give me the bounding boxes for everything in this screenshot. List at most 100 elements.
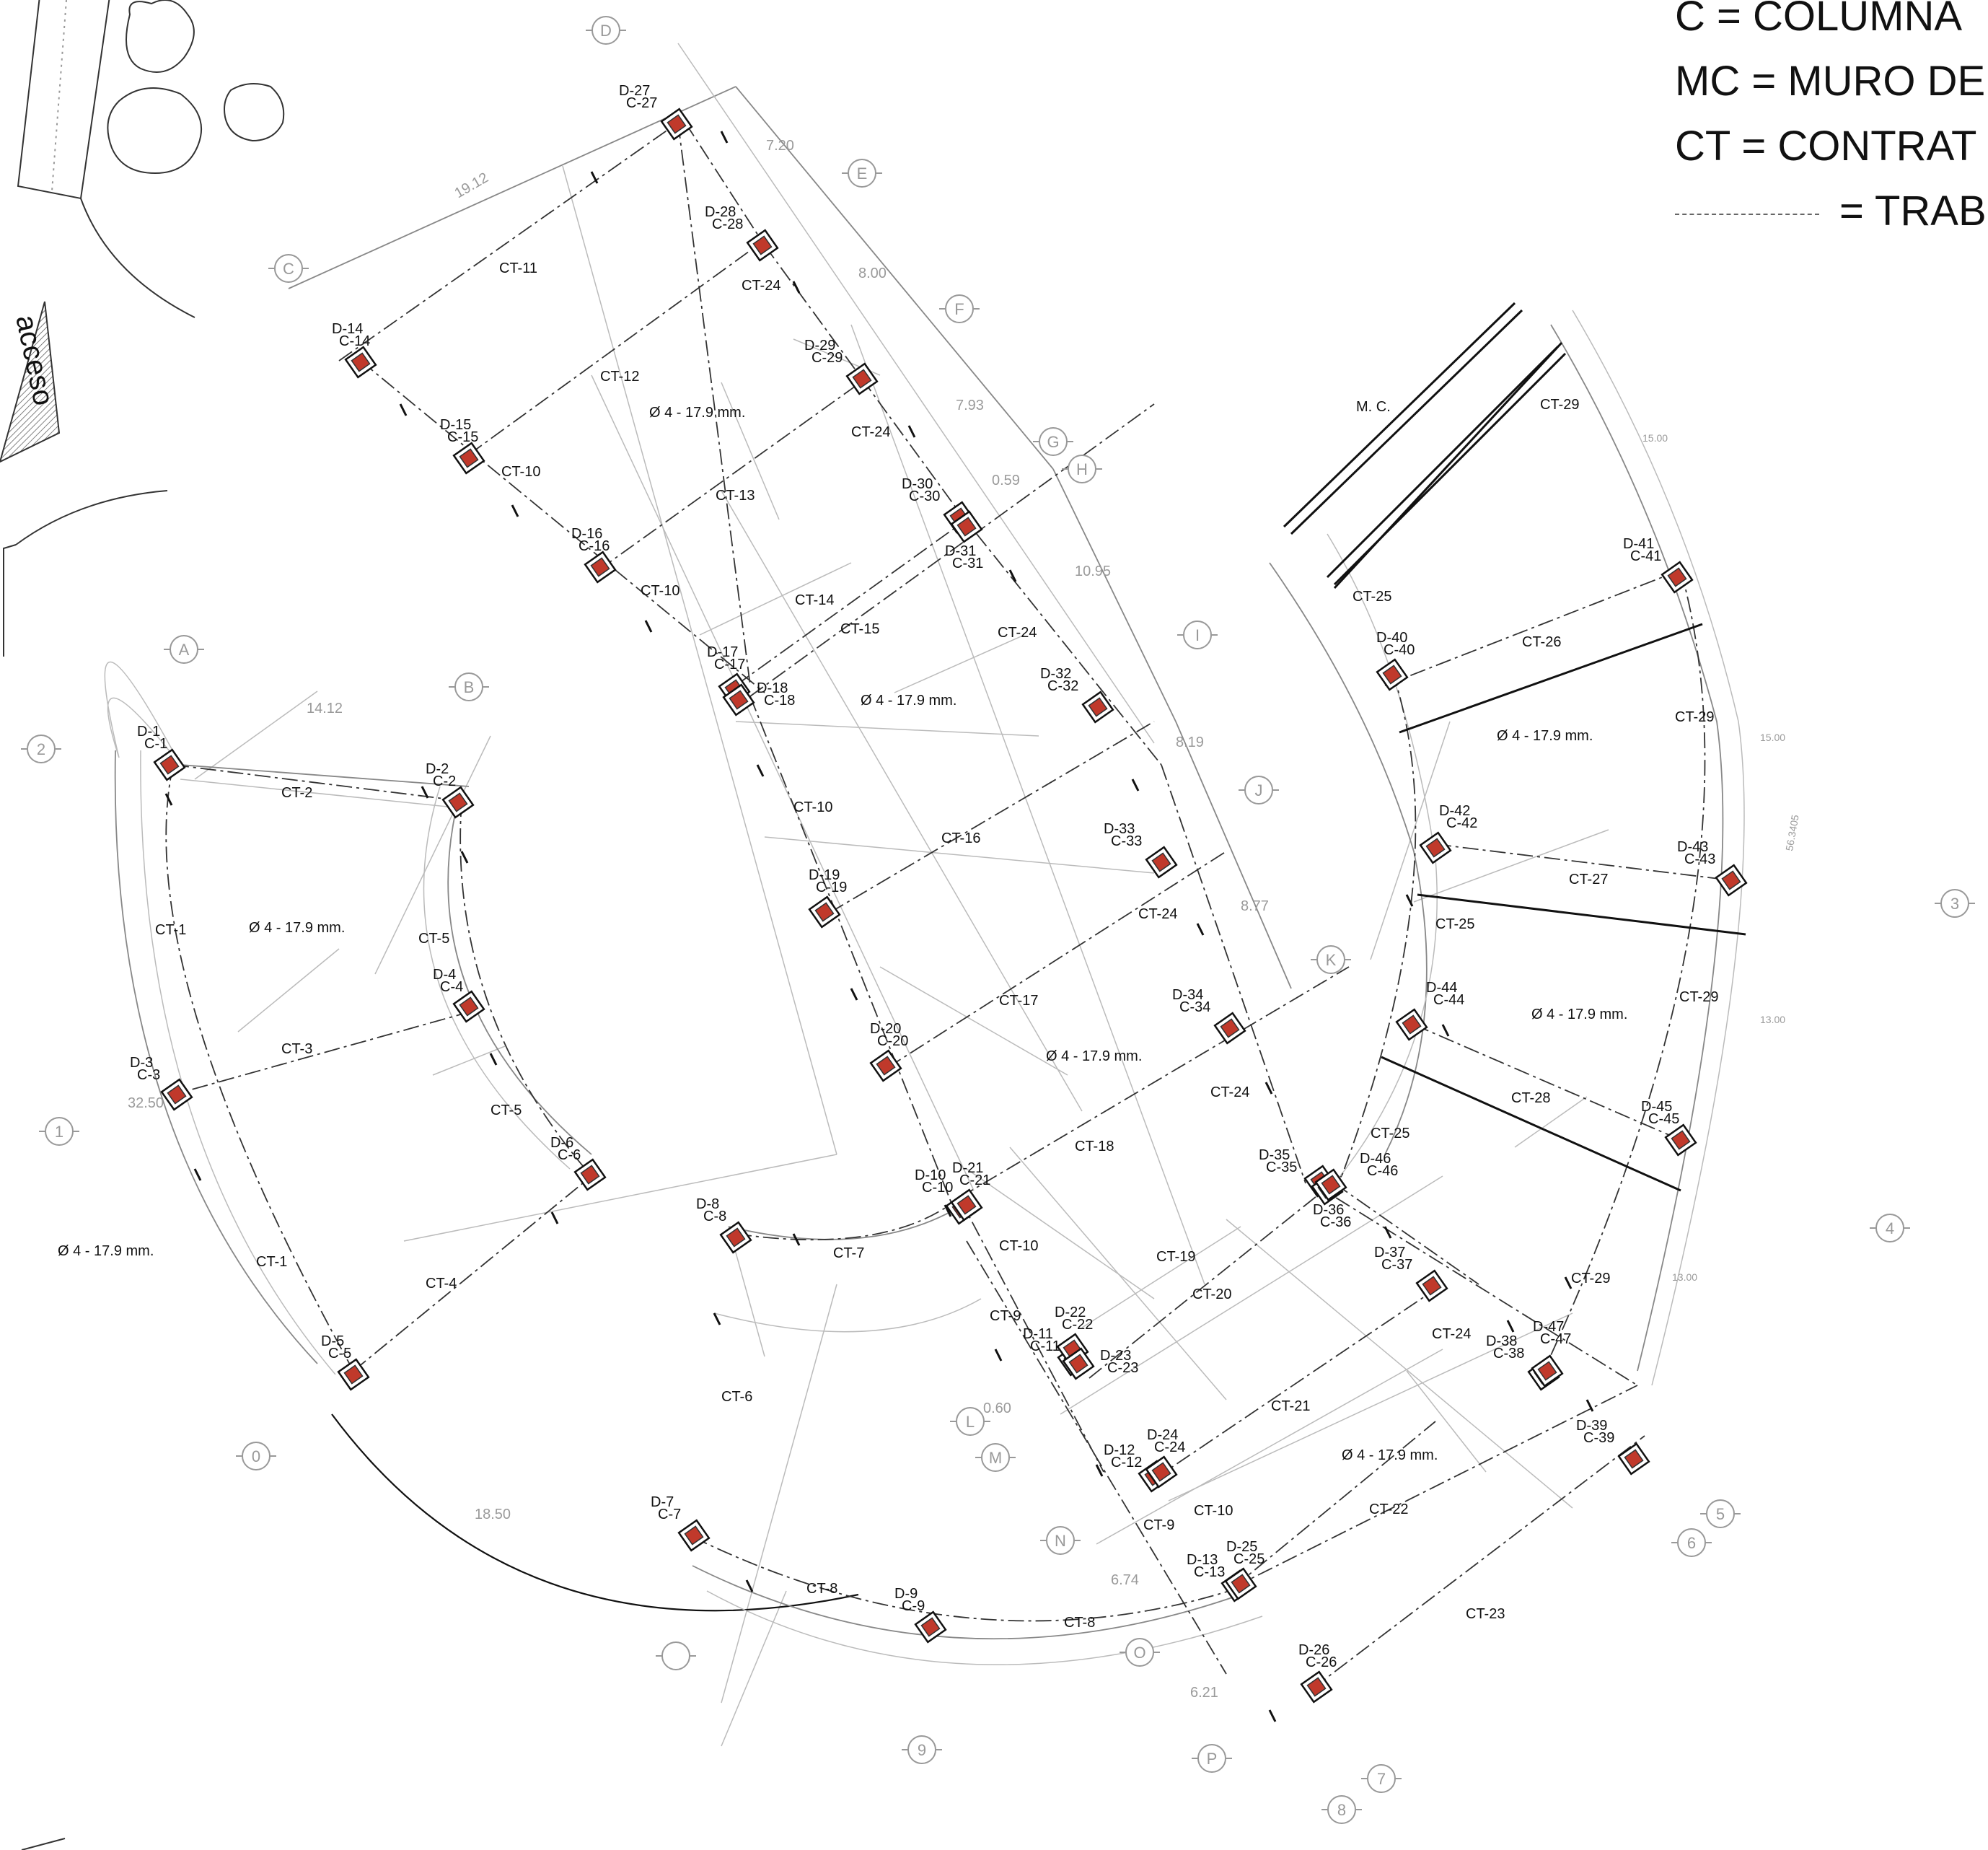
column-c-label: C-15 <box>447 429 478 445</box>
tick-mark <box>399 403 408 416</box>
tree-icon <box>224 83 285 142</box>
axis-label: 3 <box>1950 895 1959 913</box>
dimension-label: 0.59 <box>992 473 1020 488</box>
tick-mark <box>713 1312 721 1325</box>
column-c-label: C-19 <box>816 880 847 895</box>
grid-line <box>721 1590 787 1747</box>
column-rebar <box>1068 1354 1088 1374</box>
beam-line <box>735 519 967 686</box>
column-marker <box>1664 1123 1697 1157</box>
column-c-label: C-42 <box>1446 815 1477 831</box>
dimension-label: 8.77 <box>1241 898 1269 914</box>
column-marker <box>153 748 186 781</box>
axis-label: 6 <box>1687 1534 1696 1552</box>
axis-label: L <box>966 1413 975 1431</box>
column-marker <box>1081 691 1114 724</box>
beam-arc-east <box>459 800 592 1177</box>
rebar-note: Ø 4 - 17.9 mm. <box>249 920 345 936</box>
legend-muro: MC = MURO DE <box>1675 58 1986 105</box>
axis-label: G <box>1047 433 1059 451</box>
column-marker <box>1145 846 1178 879</box>
column-d-label: D-15 <box>440 417 471 433</box>
column-d-label: D-37 <box>1374 1245 1405 1261</box>
column-rebar <box>1151 1462 1171 1482</box>
column-d-label: D-31 <box>945 543 976 559</box>
tick-mark <box>1384 1226 1392 1239</box>
column-d-label: D-13 <box>1187 1552 1218 1568</box>
ct-label: CT-14 <box>795 592 834 608</box>
outline-left-top <box>180 764 470 787</box>
ct-label: CT-12 <box>600 369 639 385</box>
column-marker <box>573 1158 607 1191</box>
axis-label: M <box>989 1449 1002 1467</box>
dimension-label: 10.95 <box>1075 564 1111 579</box>
column-d-label: D-24 <box>1147 1427 1178 1443</box>
ct-label: CT-7 <box>833 1245 864 1261</box>
column-rebar <box>167 1084 187 1105</box>
ct-label: CT-29 <box>1679 989 1718 1005</box>
column-d-label: D-32 <box>1040 666 1071 682</box>
column-rebar <box>1402 1014 1422 1035</box>
beam-line <box>468 245 758 455</box>
axis-label: 5 <box>1716 1505 1725 1523</box>
site-elements <box>0 0 285 1850</box>
column-c-label: C-37 <box>1381 1257 1412 1273</box>
ct-label: CT-24 <box>1210 1084 1249 1100</box>
beam-arc-east-inner <box>1341 670 1417 1177</box>
grid-line <box>1096 1349 1443 1545</box>
column-c-label: C-1 <box>144 736 167 752</box>
outline-inner-ring-2 <box>713 1298 982 1333</box>
outline-left-east-inner <box>423 786 571 1170</box>
column-marker <box>950 510 983 543</box>
column-d-label: D-5 <box>321 1333 344 1349</box>
axis-label: 2 <box>37 740 45 758</box>
tree-icon <box>107 87 203 175</box>
column-rebar <box>590 557 610 577</box>
tick-mark <box>944 1204 952 1217</box>
outline-north-ne <box>735 86 1054 470</box>
tick-mark <box>590 171 599 184</box>
beam-line <box>1413 1024 1681 1141</box>
column-c-label: C-35 <box>1266 1159 1297 1175</box>
ct-label: CT-11 <box>499 260 537 276</box>
beam-line <box>360 360 765 693</box>
grid-line <box>850 324 1205 1285</box>
grid-line <box>237 948 340 1033</box>
column-d-label: D-25 <box>1226 1539 1257 1555</box>
column-c-label: C-3 <box>137 1067 160 1083</box>
beam-line <box>959 512 1162 766</box>
grid-line <box>403 1154 837 1242</box>
ct-label: CT-1 <box>256 1254 287 1270</box>
column-c-label: C-6 <box>558 1147 581 1163</box>
axis-label: F <box>954 300 964 318</box>
column-c-label: C-5 <box>328 1346 351 1362</box>
ct-label: CT-23 <box>1466 1606 1505 1622</box>
column-marker <box>1415 1269 1448 1302</box>
axis-label: A <box>179 641 190 659</box>
dimension-label: 15.00 <box>1760 732 1785 743</box>
beam-line <box>966 1240 1227 1675</box>
column-marker <box>1395 1008 1428 1041</box>
column-d-label: D-20 <box>870 1021 901 1037</box>
column-d-label: D-26 <box>1298 1642 1329 1658</box>
tick-mark <box>1131 779 1140 792</box>
dimension-label: 56.3405 <box>1783 814 1801 852</box>
dimension-label: 8.19 <box>1176 735 1204 750</box>
beam-line <box>1384 569 1681 686</box>
column-rebar <box>1667 567 1687 587</box>
ct-label: CT-9 <box>990 1308 1021 1324</box>
axis-label: E <box>857 165 868 183</box>
column-rebar <box>459 448 479 468</box>
column-c-label: C-25 <box>1233 1551 1265 1567</box>
rebar-note: Ø 4 - 17.9 mm. <box>649 405 745 421</box>
beam-line <box>1435 843 1732 881</box>
tick-mark <box>164 793 173 806</box>
column-marker <box>1062 1347 1095 1380</box>
column-c-label: C-22 <box>1062 1317 1093 1333</box>
beam-arc-east-outer <box>1543 569 1706 1372</box>
wall-line <box>1283 302 1516 528</box>
access-label: acceso <box>9 312 59 408</box>
tick-mark <box>489 1053 498 1066</box>
rebar-note: Ø 4 - 17.9 mm. <box>58 1243 154 1259</box>
column-c-label: C-34 <box>1179 999 1210 1015</box>
